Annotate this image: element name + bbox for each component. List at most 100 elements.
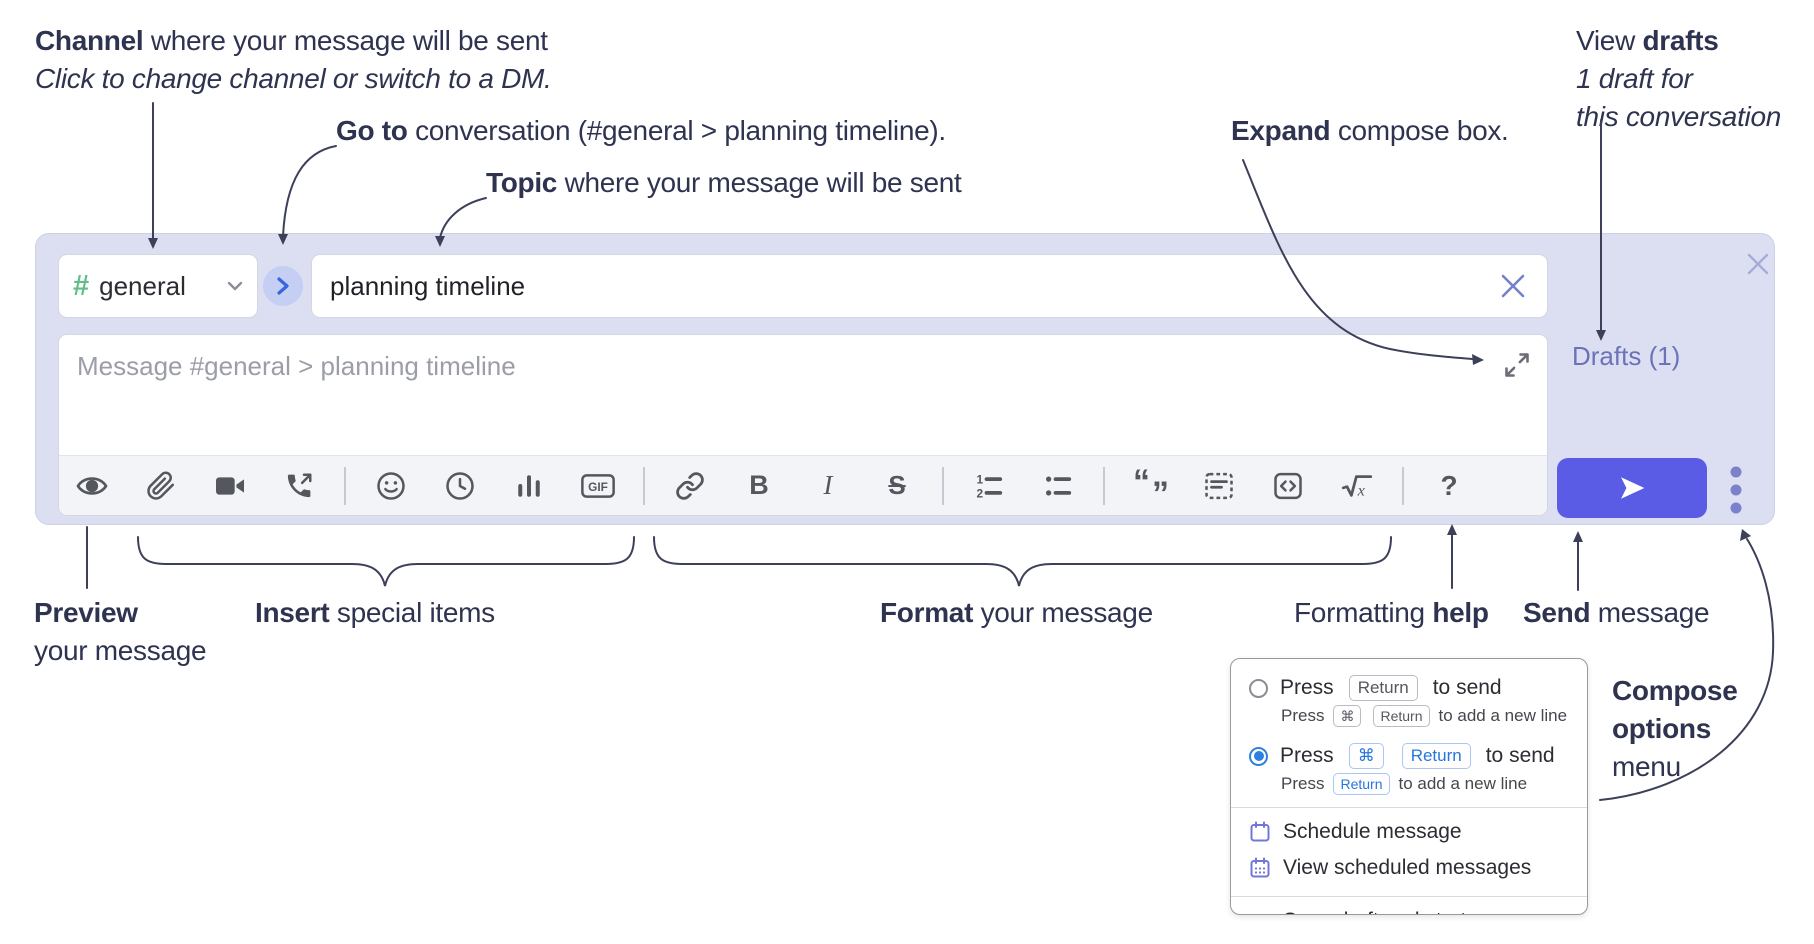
preview-annotation-line2: your message	[34, 635, 207, 666]
goto-annotation: Go to conversation (#general > planning …	[336, 115, 946, 146]
close-compose-icon[interactable]	[1744, 250, 1772, 278]
chevron-right-icon	[277, 277, 289, 295]
menu-divider	[1231, 896, 1587, 897]
svg-text:GIF: GIF	[588, 480, 608, 494]
channel-hash-icon: #	[73, 269, 90, 302]
formatting-help-button[interactable]: ?	[1425, 462, 1473, 510]
message-card: GIF B I S 1 2	[58, 334, 1548, 516]
send-shortcut-option-selected-hint: Press Return to add a new line	[1281, 773, 1528, 795]
topic-annotation: Topic where your message will be sent	[486, 167, 962, 198]
drafts-annotation: View drafts	[1576, 25, 1719, 56]
compose-options-annotation: Compose	[1612, 675, 1738, 706]
toolbar-divider	[942, 466, 944, 505]
svg-text:1: 1	[977, 472, 984, 486]
toolbar-divider	[643, 466, 645, 505]
video-call-button[interactable]	[206, 462, 254, 510]
poll-button[interactable]	[505, 462, 553, 510]
save-draft-item[interactable]: Save draft and start a new message	[1231, 903, 1587, 914]
view-scheduled-messages-item[interactable]: View scheduled messages	[1231, 850, 1587, 886]
spoiler-button[interactable]	[1195, 462, 1243, 510]
code-button[interactable]	[1264, 462, 1312, 510]
smiley-icon	[377, 471, 405, 500]
compose-options-annotation-line3: menu	[1612, 751, 1681, 782]
strikethrough-icon: S	[888, 470, 906, 500]
strikethrough-button[interactable]: S	[873, 462, 921, 510]
bold-icon: B	[749, 470, 769, 500]
send-shortcut-option[interactable]: Press Return to send	[1231, 669, 1587, 701]
insert-annotation: Insert special items	[255, 597, 495, 628]
drafts-link[interactable]: Drafts (1)	[1572, 341, 1681, 371]
svg-text:2: 2	[977, 486, 984, 500]
quote-button[interactable]: “ ”	[1126, 462, 1174, 513]
video-camera-icon	[216, 476, 244, 495]
expand-annotation: Expand compose box.	[1231, 115, 1509, 146]
gif-icon: GIF	[581, 473, 615, 498]
compose-options-menu: Press Return to send Press ⌘ Return to a…	[1230, 658, 1588, 915]
return-key-chip: Return	[1333, 773, 1390, 795]
send-icon	[1621, 477, 1645, 499]
bulleted-list-icon	[1046, 476, 1072, 495]
cmd-key-chip: ⌘	[1348, 743, 1384, 769]
radio-selected-icon[interactable]	[1249, 746, 1268, 766]
channel-annotation-italic: Click to change channel or switch to a D…	[35, 63, 552, 94]
send-shortcut-option-hint: Press ⌘ Return to add a new line	[1281, 705, 1568, 727]
preview-annotation: Preview	[34, 597, 138, 628]
bar-chart-icon	[518, 474, 540, 497]
topic-clear-icon[interactable]	[1499, 272, 1527, 300]
drafts-annotation-italic1: 1 draft for	[1576, 63, 1693, 94]
channel-name: general	[99, 270, 186, 301]
numbered-list-icon: 1 2	[977, 472, 1003, 500]
link-button[interactable]	[666, 462, 714, 510]
toolbar-divider	[344, 466, 346, 505]
quote-icon: “ ”	[1133, 462, 1169, 513]
bold-button[interactable]: B	[735, 462, 783, 510]
paperclip-icon	[147, 471, 175, 500]
return-key-chip: Return	[1348, 675, 1418, 701]
drafts-annotation-italic2: this conversation	[1576, 101, 1782, 132]
toolbar-divider	[1103, 466, 1105, 505]
voice-call-button[interactable]	[275, 462, 323, 510]
channel-annotation: Channel where your message will be sent	[35, 25, 548, 56]
calendar-grid-icon	[1250, 857, 1270, 878]
preview-message-button[interactable]	[68, 462, 116, 510]
italic-icon: I	[823, 470, 833, 500]
compose-toolbar: GIF B I S 1 2	[59, 455, 1547, 515]
compose-options-button[interactable]	[1722, 462, 1750, 518]
channel-selector[interactable]: # general	[58, 254, 258, 318]
menu-divider	[1231, 807, 1587, 808]
chevron-down-icon	[227, 281, 243, 291]
message-input[interactable]	[59, 335, 1547, 455]
math-icon: x	[1341, 474, 1373, 499]
link-icon	[676, 471, 704, 500]
radio-unselected-icon[interactable]	[1249, 678, 1268, 698]
italic-button[interactable]: I	[804, 462, 852, 510]
time-button[interactable]	[436, 462, 484, 510]
expand-compose-icon[interactable]	[1503, 351, 1531, 379]
topic-input[interactable]	[311, 254, 1548, 318]
send-annotation: Send message	[1523, 597, 1710, 628]
return-key-chip: Return	[1401, 743, 1471, 769]
clock-icon	[446, 471, 474, 500]
calendar-icon	[1250, 821, 1270, 842]
go-to-conversation-button[interactable]	[263, 266, 303, 306]
send-button[interactable]	[1557, 458, 1707, 518]
cmd-key-chip: ⌘	[1333, 705, 1362, 727]
vertical-ellipsis-icon	[1730, 466, 1742, 514]
question-mark-icon: ?	[1440, 469, 1458, 501]
code-icon	[1274, 472, 1302, 499]
bulleted-list-button[interactable]	[1034, 462, 1082, 510]
spoiler-icon	[1205, 472, 1233, 499]
send-shortcut-option-selected[interactable]: Press ⌘ Return to send	[1231, 737, 1587, 769]
math-button[interactable]: x	[1333, 462, 1381, 510]
svg-text:x: x	[1357, 481, 1366, 499]
emoji-button[interactable]	[367, 462, 415, 510]
phone-outgoing-icon	[287, 473, 312, 497]
attach-file-button[interactable]	[137, 462, 185, 510]
gif-button[interactable]: GIF	[574, 462, 622, 510]
schedule-message-item[interactable]: Schedule message	[1231, 814, 1587, 850]
return-key-chip: Return	[1373, 705, 1430, 727]
compose-box: # general	[35, 233, 1775, 525]
eye-icon	[76, 476, 108, 495]
numbered-list-button[interactable]: 1 2	[965, 462, 1013, 510]
